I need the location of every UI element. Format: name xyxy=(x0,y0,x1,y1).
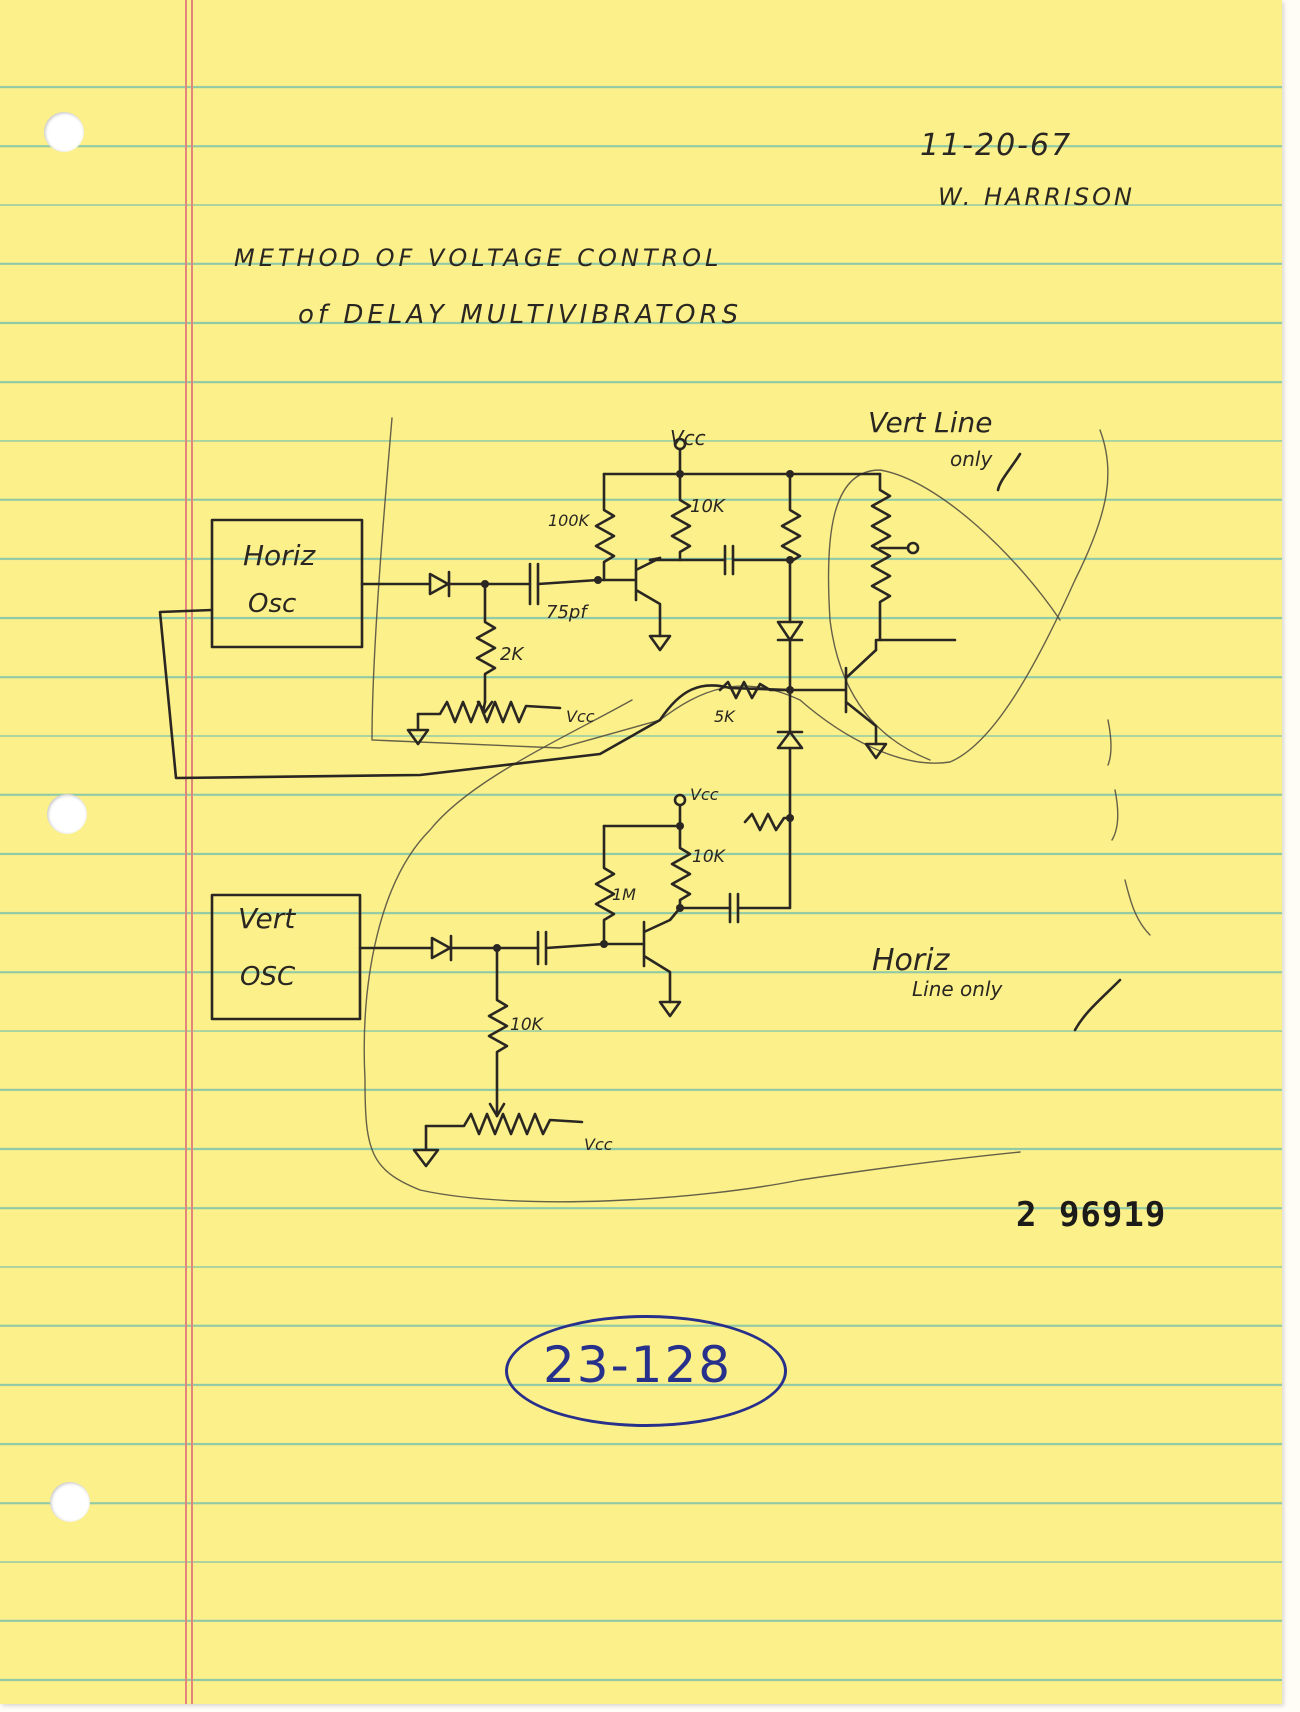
margin-line-left xyxy=(185,0,187,1704)
reference-oval xyxy=(505,1315,787,1427)
feedback-wire xyxy=(158,608,792,780)
cap-timing-vert xyxy=(728,816,792,924)
resistor-1m xyxy=(594,824,616,946)
ground-transistor-horiz-2 xyxy=(864,742,888,760)
punch-hole-middle xyxy=(47,794,87,834)
cap-timing-horiz xyxy=(723,544,792,576)
resistor-right-pot xyxy=(870,472,892,642)
title-line-1: METHOD OF VOLTAGE CONTROL xyxy=(234,244,723,272)
author-note: W. HARRISON xyxy=(938,183,1136,211)
transistor-vert xyxy=(602,906,682,1004)
transistor-horiz-1 xyxy=(596,556,662,638)
pot-horiz-wiper xyxy=(476,700,494,714)
note-horiz-line-1: Horiz xyxy=(872,943,951,978)
vcc-terminal-mid xyxy=(673,793,687,807)
title-line-2: of DELAY MULTIVIBRATORS xyxy=(298,300,743,330)
note-vert-line-2: only xyxy=(950,447,993,471)
stamp-number: 2 96919 xyxy=(1016,1195,1167,1235)
horiz-osc-label-2: Osc xyxy=(248,589,296,619)
reference-number: 23-128 xyxy=(543,1336,733,1394)
label-1m: 1M xyxy=(612,885,636,904)
label-10k-bottom: 10K xyxy=(510,1015,545,1035)
punch-hole-top xyxy=(44,112,84,152)
vert-osc-block xyxy=(210,893,362,1021)
note-horiz-line-2: Line only xyxy=(912,977,1004,1001)
margin-line-right xyxy=(191,0,193,1704)
label-vcc-mid: Vcc xyxy=(690,785,719,804)
label-vcc-pot-bottom: Vcc xyxy=(584,1135,613,1154)
pencil-marks-right xyxy=(1107,719,1151,936)
punch-hole-bottom xyxy=(50,1482,90,1522)
resistor-10k-bottom xyxy=(487,946,509,1118)
cap-vert-input xyxy=(536,930,606,966)
diode-horiz-input xyxy=(428,570,451,598)
vert-osc-label-2: OSC xyxy=(240,962,296,992)
vert-osc-label-1: Vert xyxy=(238,902,296,935)
note-horiz-line-pointer xyxy=(1073,978,1122,1032)
ground-vert-pot xyxy=(412,1124,440,1168)
resistor-collector-horiz-2 xyxy=(780,472,802,624)
resistor-2k xyxy=(475,582,497,704)
output-wire-horiz xyxy=(874,638,957,652)
diode-vert-input xyxy=(430,934,453,962)
label-10k-mid: 10K xyxy=(692,847,727,867)
pencil-outline-horiz-section xyxy=(371,417,1109,764)
pencil-outline-vert-line-region xyxy=(827,469,1061,761)
label-vcc-top: Vcc xyxy=(670,426,706,450)
label-100k: 100K xyxy=(548,511,591,530)
diode-middle-lower xyxy=(776,730,804,750)
label-75pf: 75pf xyxy=(546,602,589,623)
horiz-osc-label-1: Horiz xyxy=(243,539,316,572)
label-5k: 5K xyxy=(714,707,736,726)
label-vcc-pot-top: Vcc xyxy=(566,707,595,726)
ground-transistor-horiz-1 xyxy=(648,634,672,652)
pot-vert xyxy=(424,1112,584,1136)
collector-wire-horiz-1 xyxy=(648,556,727,562)
transistor-horiz-2 xyxy=(788,648,878,746)
ground-transistor-vert xyxy=(658,1000,682,1018)
label-2k: 2K xyxy=(500,644,524,665)
note-vert-line-1: Vert Line xyxy=(868,406,992,439)
note-vert-line-pointer xyxy=(996,452,1022,492)
diode-middle-upper xyxy=(776,620,804,642)
horiz-wire-3 xyxy=(536,578,600,586)
ground-horiz-pot xyxy=(406,712,430,746)
resistor-5k xyxy=(718,680,792,700)
label-10k-top: 10K xyxy=(690,496,726,517)
pot-right-terminal xyxy=(906,541,920,555)
pencil-outline-lower-section xyxy=(363,699,1021,1203)
date-note: 11-20-67 xyxy=(920,128,1073,163)
resistor-vcc-lower xyxy=(743,812,792,832)
resistor-10k-mid xyxy=(670,824,692,910)
resistor-100k xyxy=(594,472,616,582)
resistor-10k-top xyxy=(648,472,692,562)
pot-vert-wiper xyxy=(488,1102,506,1118)
